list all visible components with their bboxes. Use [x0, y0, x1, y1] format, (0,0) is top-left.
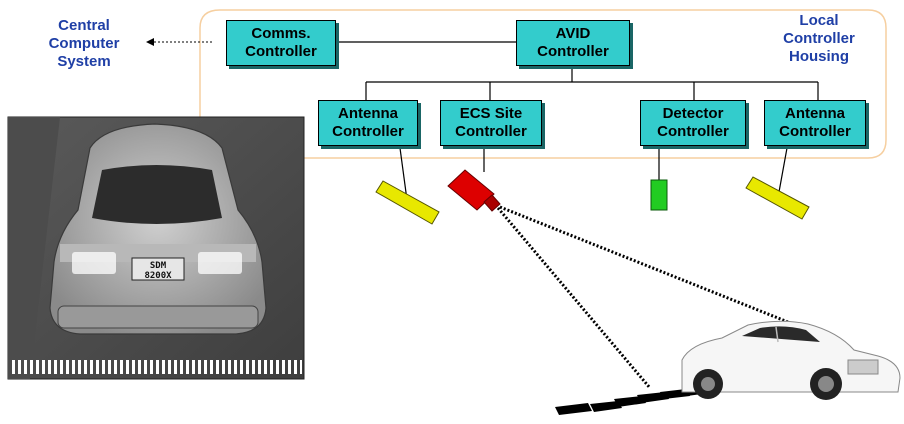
central-computer-label: Central Computer System	[48, 17, 120, 70]
ecs-site-controller-box: ECS Site Controller	[440, 100, 542, 146]
comms-controller-box: Comms. Controller	[226, 20, 336, 66]
avid-controller-box: AVID Controller	[516, 20, 630, 66]
detector-device	[650, 179, 668, 211]
controller-housing-outline	[199, 9, 887, 159]
antenna-left-controller-box: Antenna Controller	[318, 100, 418, 146]
controller-housing-label: Local Controller Housing	[783, 12, 855, 65]
antenna-right-device	[745, 176, 810, 220]
link-to-central-arrow	[146, 38, 212, 46]
antenna-left-device	[375, 180, 440, 225]
ecs-camera-device	[447, 169, 501, 212]
camera-field-of-view	[496, 205, 829, 389]
controller-links	[336, 41, 819, 201]
antenna-right-controller-box: Antenna Controller	[764, 100, 866, 146]
white-car-image	[681, 320, 901, 400]
plate-line-2: 8200X	[144, 271, 172, 281]
vehicle-photo: SDM 8200X	[7, 116, 305, 380]
plate-line-1: SDM	[150, 261, 167, 271]
detector-controller-box: Detector Controller	[640, 100, 746, 146]
